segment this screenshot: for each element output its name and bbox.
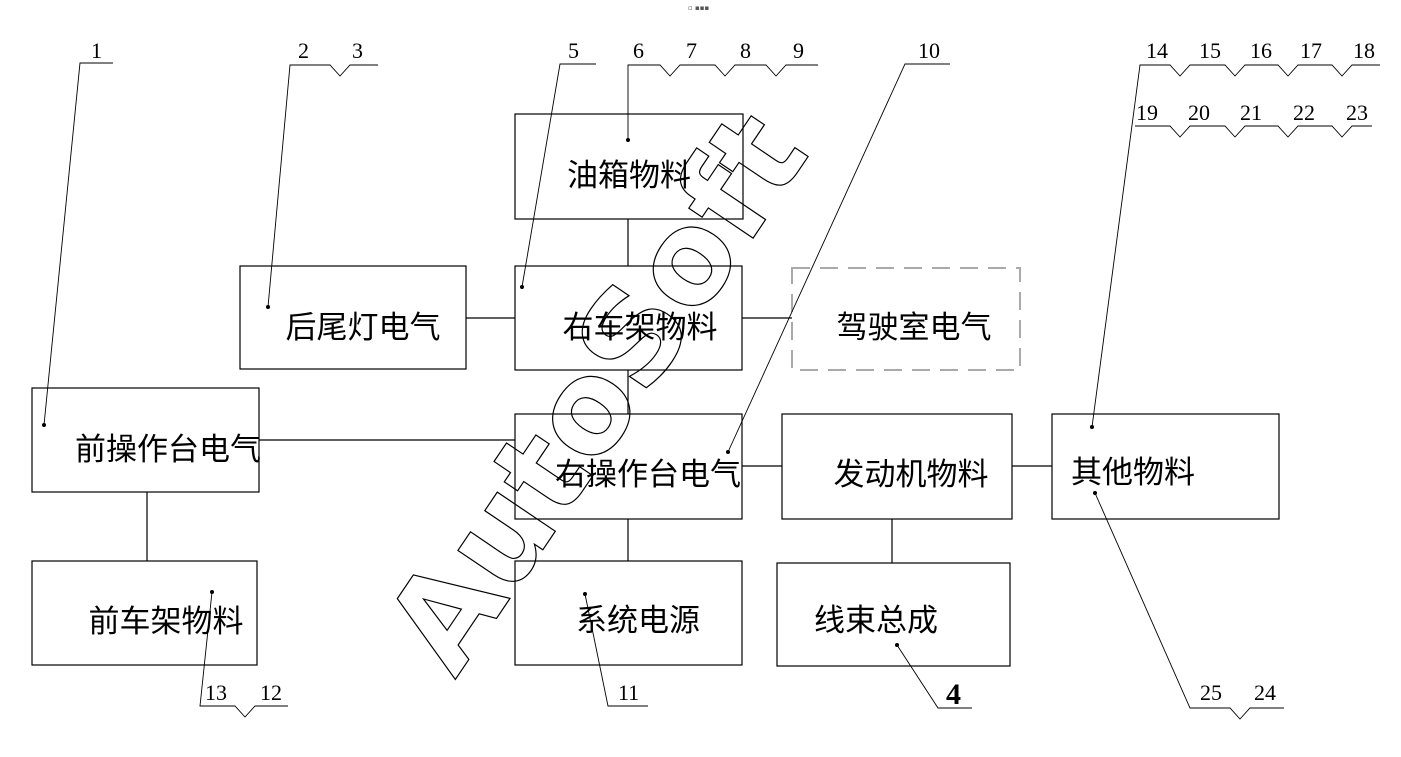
leader-dot-4 <box>895 643 899 647</box>
box-harness: 线束总成 <box>776 562 1011 667</box>
leader-dot-10 <box>726 450 730 454</box>
top-mark: ▫ ▪▪▪ <box>688 4 709 12</box>
ref-num-23: 23 <box>1346 100 1368 125</box>
leader-19-23 <box>1135 125 1372 138</box>
box-engine: 发动机物料 <box>781 413 1013 520</box>
leader-10 <box>727 63 950 453</box>
ref-num-24: 24 <box>1254 680 1276 705</box>
leader-dot-1 <box>42 423 46 427</box>
leader-dot-25 <box>1093 491 1097 495</box>
box-label-other: 其他物料 <box>1071 455 1195 491</box>
ref-num-3: 3 <box>352 38 363 63</box>
ref-num-12: 12 <box>260 680 282 705</box>
box-right-frame: 右车架物料 <box>514 265 743 371</box>
box-label-engine: 发动机物料 <box>834 457 989 493</box>
leader-dot-13 <box>210 590 214 594</box>
ref-num-22: 22 <box>1293 100 1315 125</box>
box-fuel-tank: 油箱物料 <box>514 113 744 220</box>
leader-24-25 <box>1094 492 1284 720</box>
leader-12-13 <box>199 591 288 718</box>
ref-num-21: 21 <box>1240 100 1262 125</box>
box-label-harness: 线束总成 <box>814 603 938 639</box>
ref-num-10: 10 <box>918 38 940 63</box>
leader-dot-5 <box>520 285 524 289</box>
leader-1 <box>43 62 113 426</box>
ref-num-19: 19 <box>1136 100 1158 125</box>
leader-5 <box>521 63 596 288</box>
box-front-console: 前操作台电气 <box>31 387 261 493</box>
box-label-power: 系统电源 <box>576 603 700 639</box>
leader-dot-11 <box>583 592 587 596</box>
ref-num-7: 7 <box>686 38 697 63</box>
box-other: 其他物料 <box>1051 413 1280 520</box>
ref-num-8: 8 <box>740 38 751 63</box>
ref-num-13: 13 <box>205 680 227 705</box>
ref-num-17: 17 <box>1300 38 1322 63</box>
leader-11 <box>584 593 648 707</box>
leader-6-9 <box>627 64 818 140</box>
box-right-console: 右操作台电气 <box>514 413 743 520</box>
ref-num-6: 6 <box>633 38 644 63</box>
box-label-right-frame: 右车架物料 <box>563 310 718 346</box>
ref-num-2: 2 <box>298 38 309 63</box>
ref-num-4: 4 <box>946 678 961 711</box>
ref-num-20: 20 <box>1188 100 1210 125</box>
ref-num-14: 14 <box>1146 38 1168 63</box>
box-label-front-frame: 前车架物料 <box>89 604 244 640</box>
leader-2-3 <box>267 64 378 308</box>
ref-num-11: 11 <box>618 680 639 705</box>
box-label-right-console: 右操作台电气 <box>555 457 741 493</box>
box-power: 系统电源 <box>514 560 743 666</box>
box-label-cab: 驾驶室电气 <box>837 310 992 346</box>
box-cab: 驾驶室电气 <box>791 267 1021 371</box>
leader-dot-14 <box>1090 425 1094 429</box>
box-tail-light: 后尾灯电气 <box>239 265 467 370</box>
leader-dot-2 <box>266 305 270 309</box>
leader-4 <box>896 644 972 709</box>
leader-14-18 <box>1091 64 1380 428</box>
leaders: 1 2 3 5 6 7 8 9 10 14 15 16 17 18 19 20 … <box>42 38 1380 720</box>
ref-num-15: 15 <box>1199 38 1221 63</box>
box-front-frame: 前车架物料 <box>31 560 258 666</box>
connections <box>146 219 1052 563</box>
ref-num-16: 16 <box>1250 38 1272 63</box>
ref-num-1: 1 <box>91 38 102 63</box>
box-label-front-console: 前操作台电气 <box>75 432 261 468</box>
box-label-tail-light: 后尾灯电气 <box>286 310 441 346</box>
leader-dot-6 <box>626 138 630 142</box>
box-label-fuel-tank: 油箱物料 <box>567 158 691 194</box>
ref-num-9: 9 <box>793 38 804 63</box>
ref-num-18: 18 <box>1353 38 1375 63</box>
ref-num-5: 5 <box>568 38 579 63</box>
ref-num-25: 25 <box>1200 680 1222 705</box>
